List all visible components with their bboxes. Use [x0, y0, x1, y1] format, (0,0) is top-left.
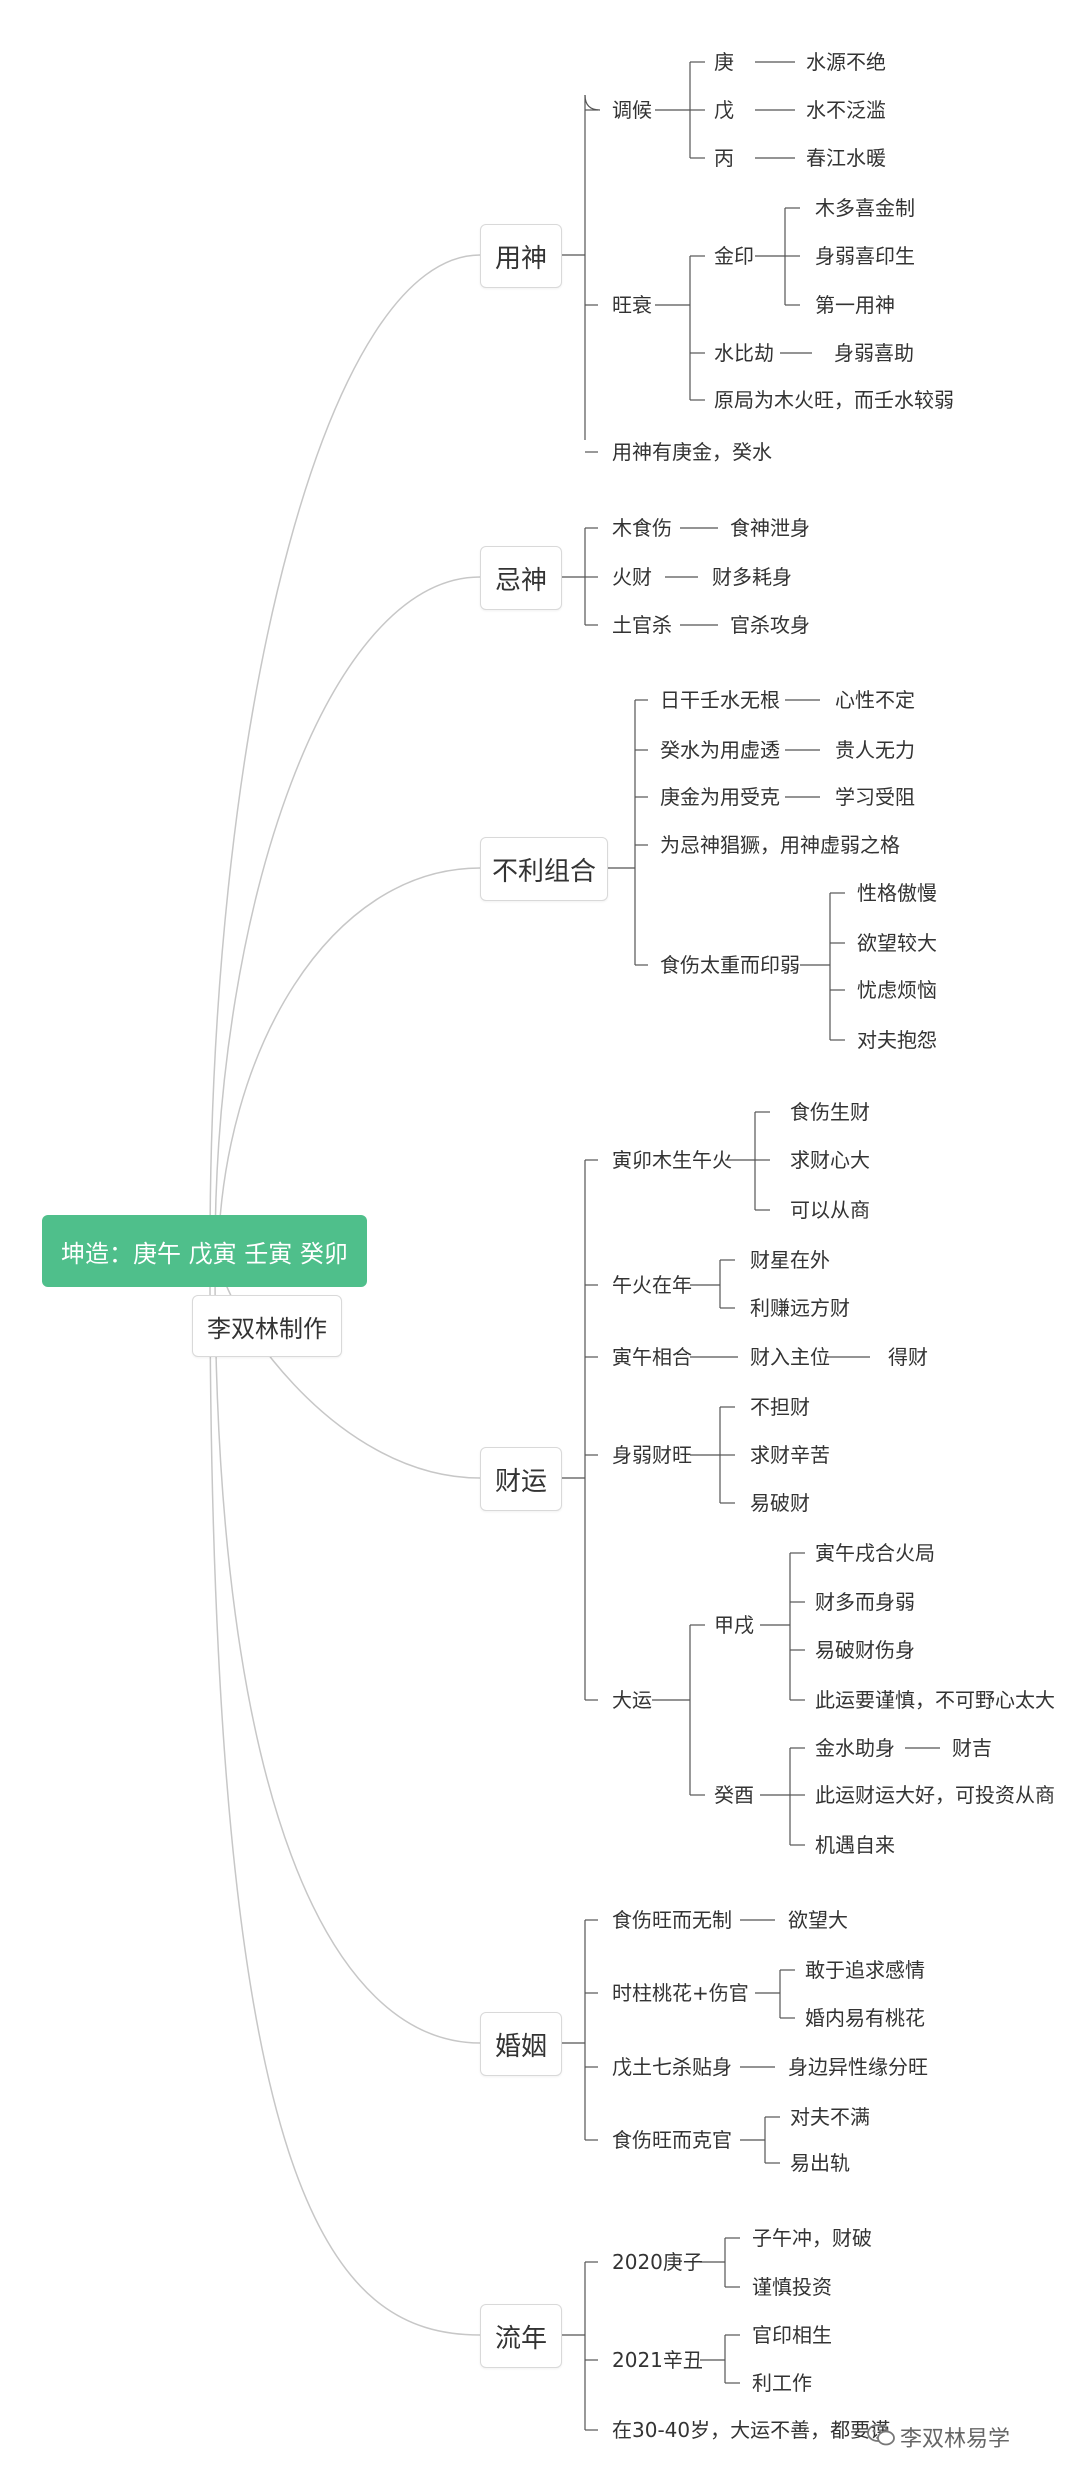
node: 利赚远方财: [750, 1296, 850, 1320]
branch-jishen: 忌神: [480, 546, 562, 610]
node: 丙: [714, 146, 734, 170]
node: 身弱喜印生: [815, 244, 915, 268]
branch-label: 财运: [494, 1466, 547, 1497]
node: 官杀攻身: [730, 613, 810, 637]
branch-label: 婚姻: [494, 2031, 547, 2062]
node: 水比劫: [714, 341, 774, 365]
root-label: 坤造：庚午 戊寅 壬寅 癸卯: [61, 1239, 348, 1268]
node: 水不泛滥: [806, 98, 886, 122]
node: 财星在外: [750, 1248, 830, 1272]
node: 求财心大: [790, 1148, 870, 1172]
node: 大运: [612, 1688, 652, 1712]
node: 调候: [612, 98, 652, 122]
node: 机遇自来: [815, 1833, 895, 1857]
node: 易破财伤身: [815, 1638, 915, 1662]
node: 金印: [714, 244, 754, 268]
node: 水源不绝: [806, 50, 886, 74]
branch-yongshen: 用神: [480, 224, 562, 288]
node: 子午冲，财破: [752, 2226, 872, 2250]
node: 春江水暖: [806, 146, 886, 170]
node: 寅卯木生午火: [612, 1148, 732, 1172]
node: 身弱喜助: [834, 341, 914, 365]
node: 官印相生: [752, 2323, 832, 2347]
node: 此运财运大好，可投资从商: [815, 1783, 1055, 1807]
node: 木多喜金制: [815, 196, 915, 220]
node: 财入主位: [750, 1345, 830, 1369]
node: 食伤太重而印弱: [660, 953, 800, 977]
node: 可以从商: [790, 1198, 870, 1222]
node: 财多耗身: [712, 565, 792, 589]
node: 2021辛丑: [612, 2348, 703, 2372]
node: 对夫抱怨: [857, 1028, 937, 1052]
node: 金水助身: [815, 1736, 895, 1760]
branch-label: 流年: [494, 2323, 547, 2354]
node: 身弱财旺: [612, 1443, 692, 1467]
node: 得财: [888, 1345, 928, 1369]
node: 食伤生财: [790, 1100, 870, 1124]
node: 旺衰: [612, 293, 652, 317]
branch-buli: 不利组合: [480, 837, 608, 901]
node: 戊土七杀贴身: [612, 2055, 732, 2079]
node: 午火在年: [612, 1273, 692, 1297]
node: 敢于追求感情: [805, 1958, 925, 1982]
branch-label: 不利组合: [491, 856, 596, 887]
node: 食伤旺而克官: [612, 2128, 732, 2152]
wechat-icon: [867, 2424, 895, 2446]
node: 欲望较大: [857, 931, 937, 955]
author-text: 李双林制作: [207, 1314, 327, 1343]
node: 癸酉: [714, 1783, 754, 1807]
branch-label: 忌神: [494, 565, 547, 596]
node: 寅午戌合火局: [815, 1541, 935, 1565]
node: 土官杀: [612, 613, 672, 637]
branch-label: 用神: [494, 243, 547, 274]
node: 求财辛苦: [750, 1443, 830, 1467]
branch-liunian: 流年: [480, 2304, 562, 2368]
node: 时柱桃花+伤官: [612, 1981, 749, 2005]
node: 此运要谨慎，不可野心太大: [815, 1688, 1055, 1712]
node: 易出轨: [790, 2151, 850, 2175]
node: 谨慎投资: [752, 2275, 832, 2299]
node: 心性不定: [835, 688, 915, 712]
node: 庚金为用受克: [660, 785, 780, 809]
node: 学习受阻: [835, 785, 915, 809]
node: 癸水为用虚透: [660, 738, 780, 762]
node: 木食伤: [612, 516, 672, 540]
branch-caiyun: 财运: [480, 1447, 562, 1511]
root-node: 坤造：庚午 戊寅 壬寅 癸卯: [42, 1215, 367, 1287]
node: 寅午相合: [612, 1345, 692, 1369]
node: 甲戌: [714, 1613, 754, 1637]
node: 戊: [714, 98, 734, 122]
watermark-text: 李双林易学: [900, 2427, 1011, 2452]
node: 食伤旺而无制: [612, 1908, 732, 1932]
node: 身边异性缘分旺: [788, 2055, 928, 2079]
node: 2020庚子: [612, 2250, 703, 2274]
node: 原局为木火旺，而壬水较弱: [714, 388, 954, 412]
branch-hunyin: 婚姻: [480, 2012, 562, 2076]
node: 火财: [612, 565, 652, 589]
node: 不担财: [750, 1395, 810, 1419]
node: 财吉: [952, 1736, 992, 1760]
node: 第一用神: [815, 293, 895, 317]
node: 在30-40岁，大运不善，都要谨: [612, 2418, 891, 2442]
node: 忧虑烦恼: [857, 978, 937, 1002]
node: 日干壬水无根: [660, 688, 780, 712]
node: 性格傲慢: [857, 881, 937, 905]
author-label: 李双林制作: [192, 1295, 342, 1357]
node: 易破财: [750, 1491, 810, 1515]
node: 财多而身弱: [815, 1590, 915, 1614]
node: 贵人无力: [835, 738, 915, 762]
node: 为忌神猖獗，用神虚弱之格: [660, 833, 900, 857]
node: 食神泄身: [730, 516, 810, 540]
node: 婚内易有桃花: [805, 2006, 925, 2030]
node: 对夫不满: [790, 2105, 870, 2129]
node: 庚: [714, 50, 734, 74]
node: 欲望大: [788, 1908, 848, 1932]
node: 利工作: [752, 2371, 812, 2395]
node: 用神有庚金，癸水: [612, 440, 772, 464]
